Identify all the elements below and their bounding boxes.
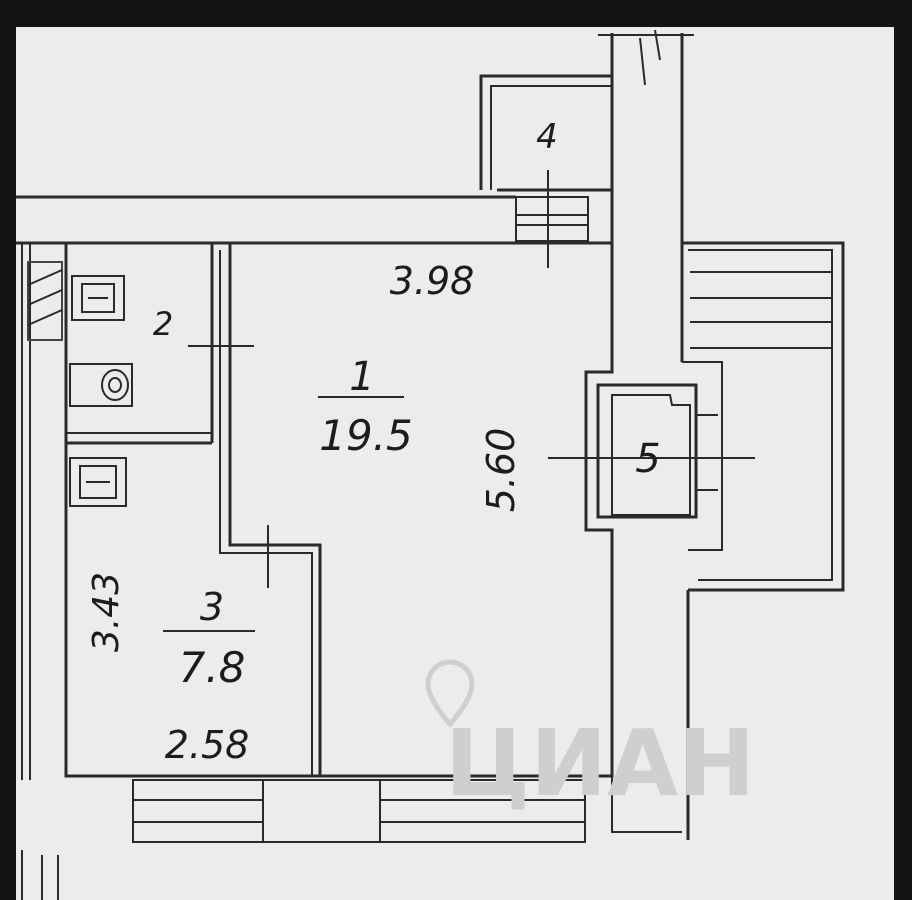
left-edge — [21, 243, 63, 900]
room-4-number: 4 — [536, 117, 558, 157]
interior-partitions — [66, 243, 322, 776]
room-3-width-dimension: 2.58 — [165, 723, 250, 767]
watermark-brand: ЦИАН — [445, 710, 756, 817]
room-1-number: 1 — [349, 354, 374, 400]
apartment-walls — [64, 241, 682, 833]
room-4-outline — [479, 74, 612, 242]
room-5-number: 5 — [635, 436, 660, 482]
room-3-length-dimension: 3.43 — [86, 572, 127, 652]
bottom-windows — [132, 779, 586, 843]
watermark: ЦИАН — [425, 659, 756, 817]
toilet-icon — [69, 363, 133, 407]
corridor-walls — [16, 195, 516, 245]
bathtub-icon — [69, 457, 127, 507]
room-1-area: 19.5 — [319, 411, 413, 460]
location-pin-icon — [425, 659, 475, 728]
paper-sheet — [16, 27, 894, 900]
room-5-block — [596, 383, 718, 519]
room-2-number: 2 — [153, 305, 173, 343]
room-1-width-dimension: 3.98 — [390, 259, 475, 303]
right-balcony — [682, 241, 845, 592]
room-3-number: 3 — [200, 585, 224, 629]
room-1-length-dimension: 5.60 — [479, 428, 523, 513]
room-3-area: 7.8 — [179, 643, 246, 692]
dimension-ticks — [163, 170, 755, 632]
sink-icon — [71, 275, 125, 321]
